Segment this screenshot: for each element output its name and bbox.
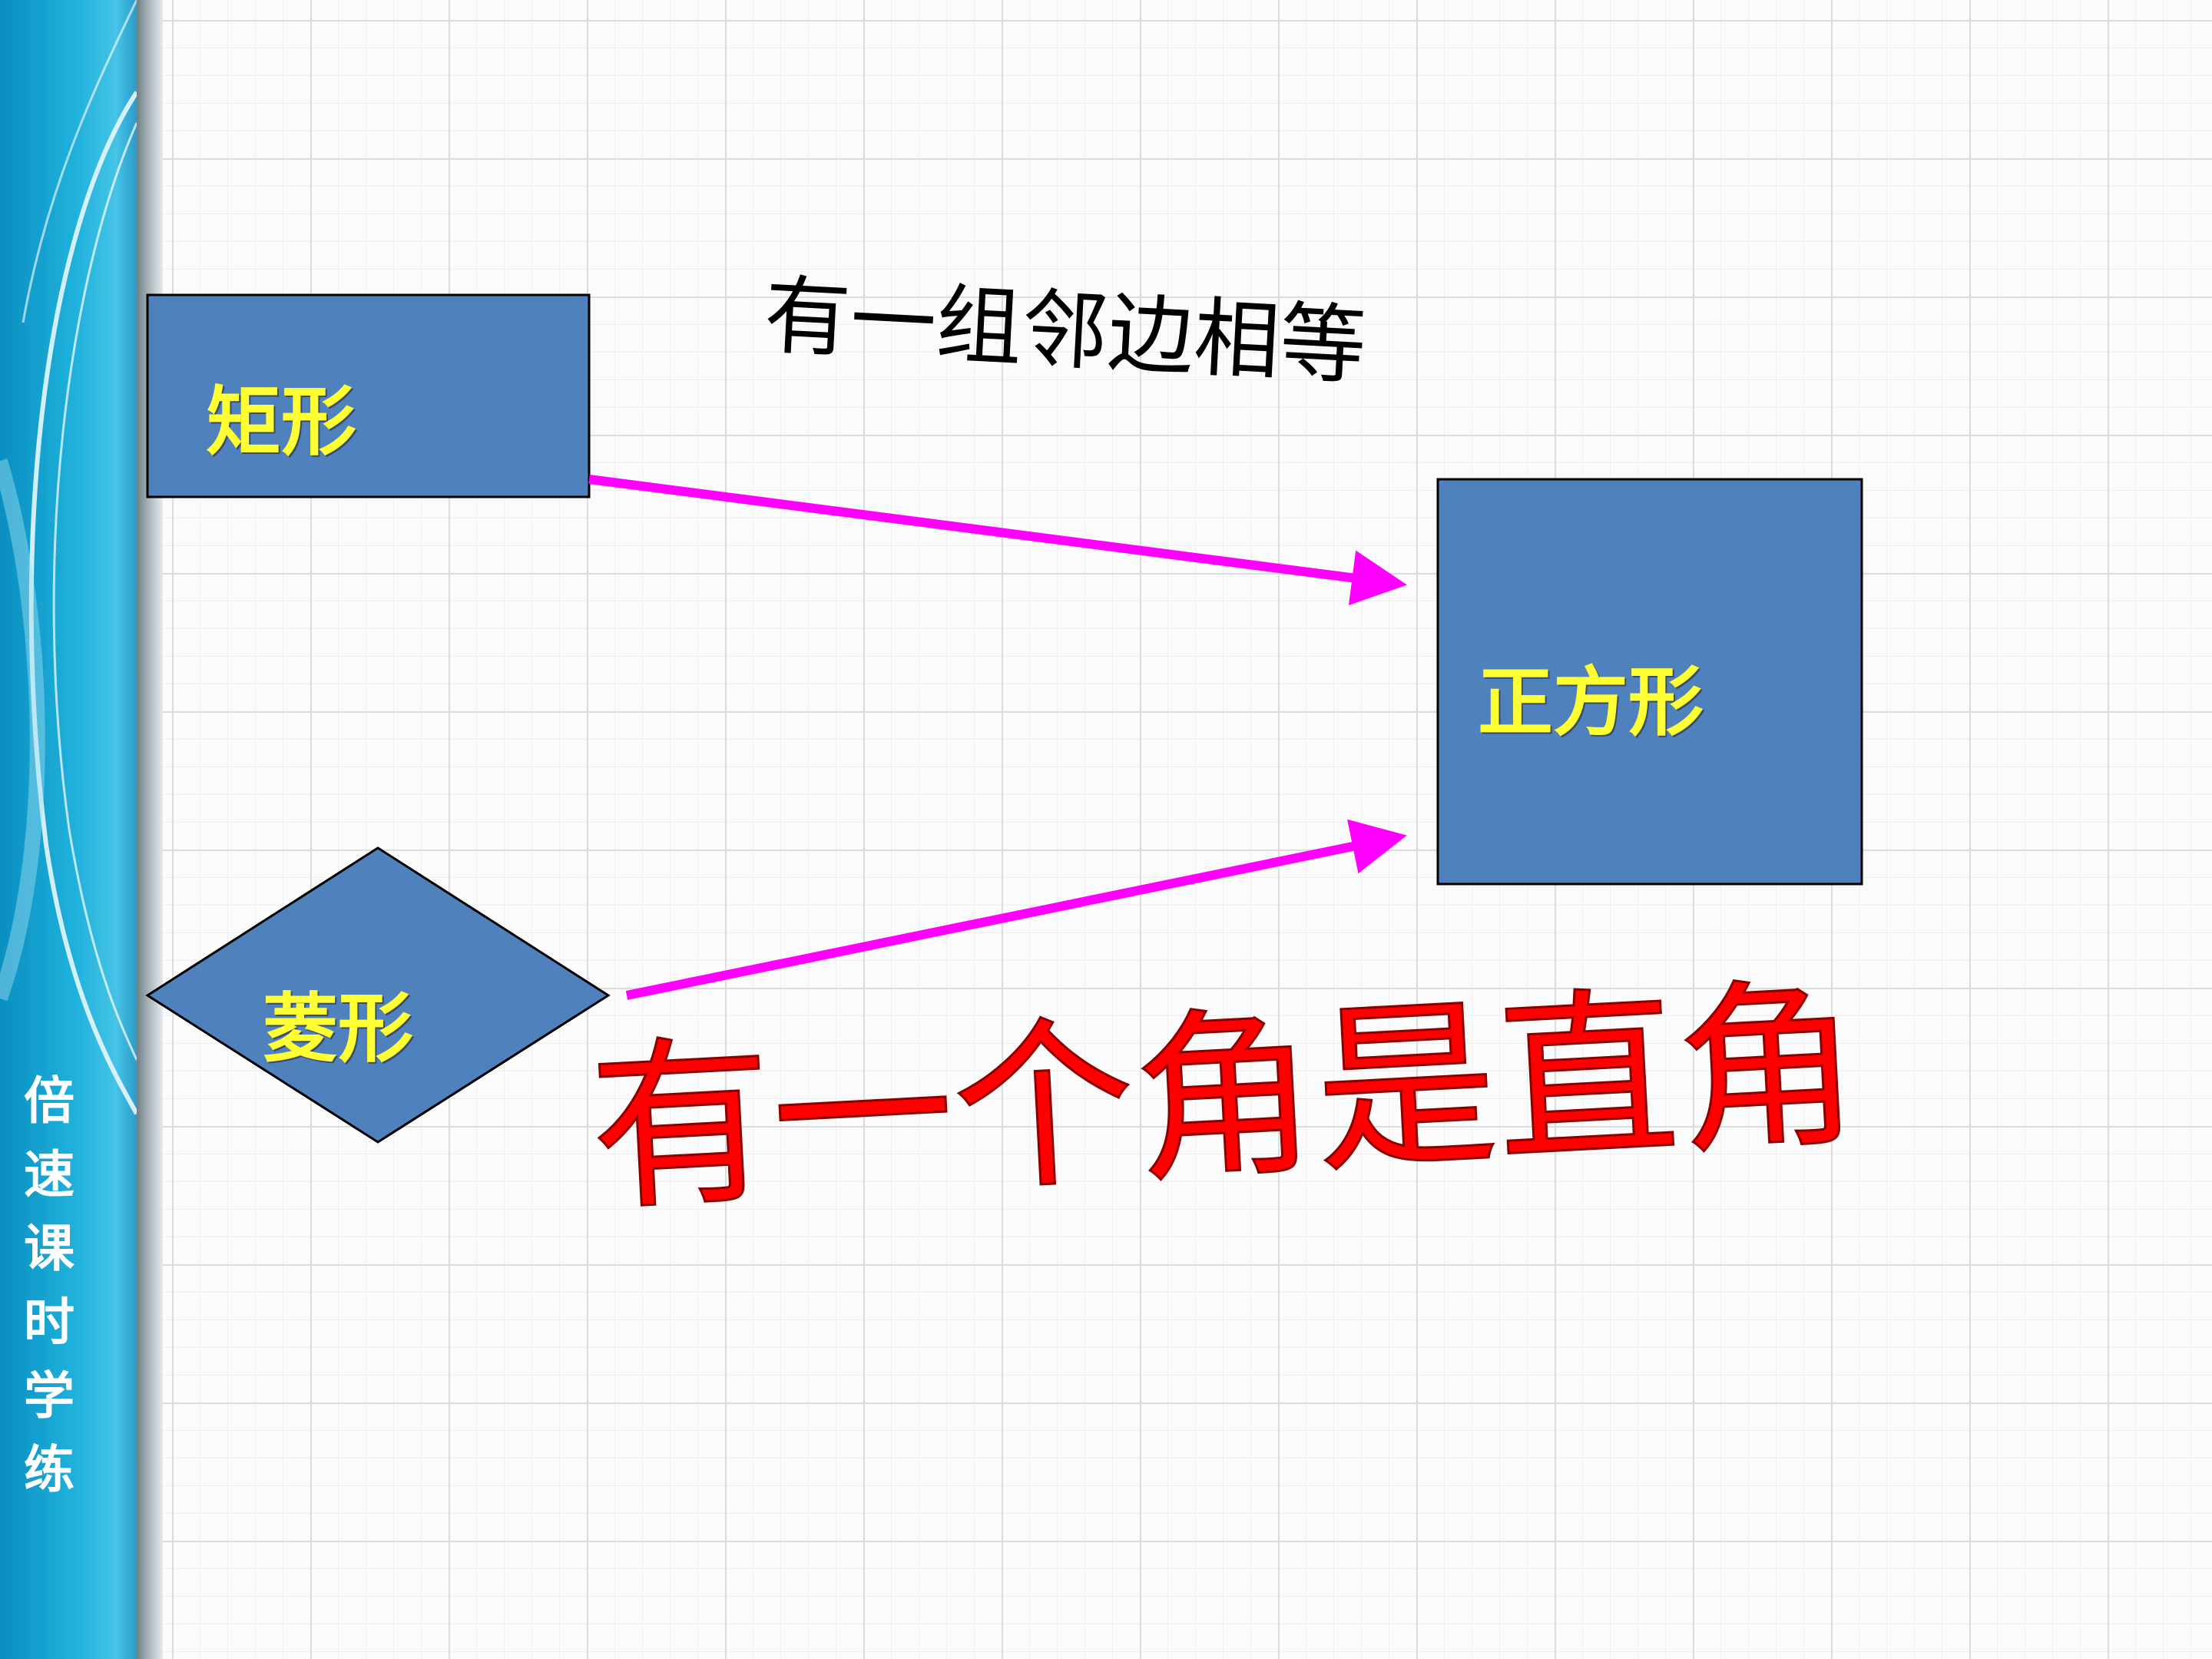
rhombus-label: 菱形 [263, 985, 414, 1073]
rectangle-node [146, 293, 591, 498]
square-label: 正方形 [1478, 659, 1704, 747]
sidebar-title: 倍 速 课 时 学 练 [24, 1071, 75, 1499]
rhombus-node [145, 846, 611, 1144]
rectangle-label: 矩形 [206, 379, 357, 466]
square-node [1436, 478, 1863, 886]
sidebar-shadow [137, 0, 163, 1659]
arrow-rhombus-to-square [625, 819, 1407, 1000]
sidebar: 倍 速 课 时 学 练 [0, 0, 137, 1659]
swirl-decoration [0, 0, 137, 1115]
arrow-rect-to-square [588, 475, 1407, 606]
grid-paper-background [161, 0, 2212, 1659]
